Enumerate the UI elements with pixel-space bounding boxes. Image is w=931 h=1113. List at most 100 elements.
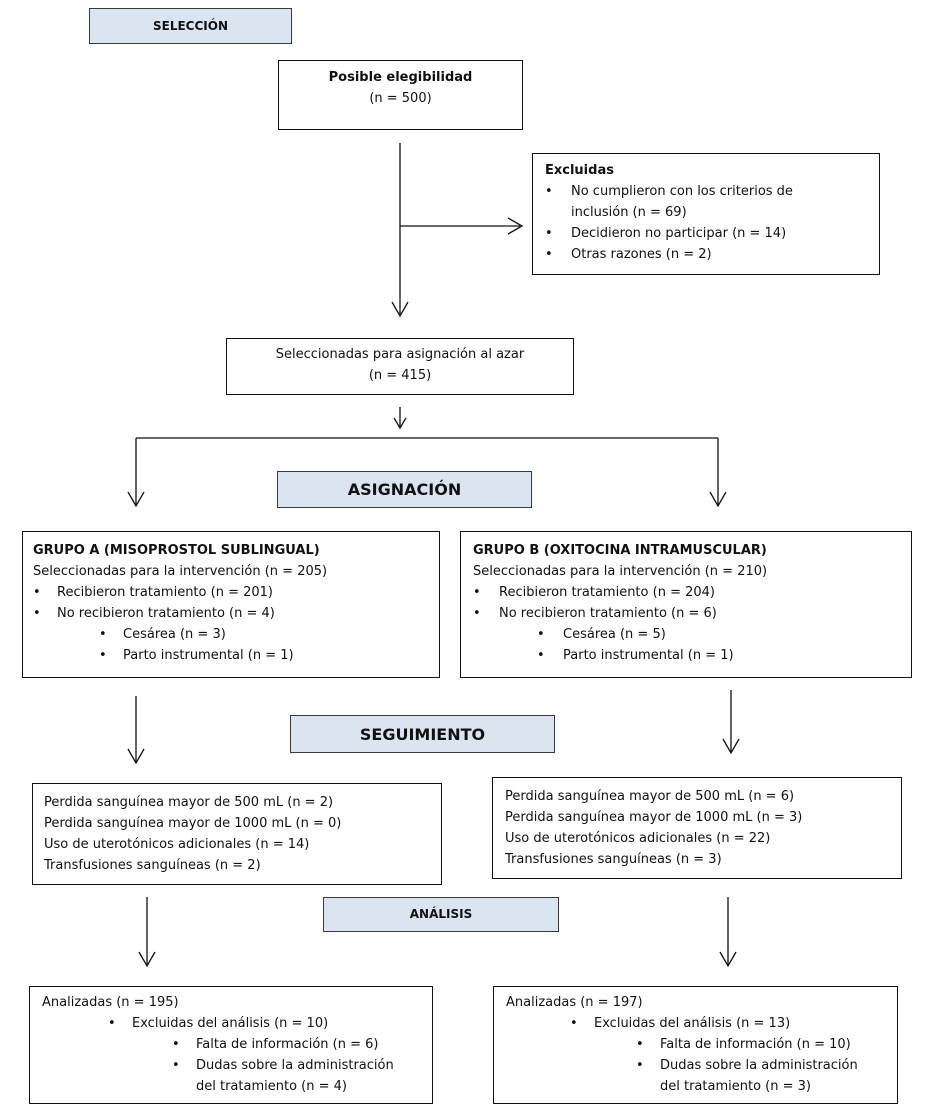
group-b-cesarea-text: Cesárea (n = 5) — [563, 627, 666, 642]
analysis-b-missing-text: Falta de información (n = 10) — [660, 1037, 851, 1052]
analysis-a-doubts-cont: del tratamiento (n = 4) — [172, 1076, 432, 1097]
group-a-cesarea-text: Cesárea (n = 3) — [123, 627, 226, 642]
bullet: • — [537, 648, 545, 663]
excluded-item-text: Otras razones (n = 2) — [571, 247, 712, 262]
analysis-a-doubts-text: del tratamiento (n = 4) — [196, 1079, 347, 1094]
group-a-parto-text: Parto instrumental (n = 1) — [123, 648, 294, 663]
analysis-b-excluded-text: Excluidas del análisis (n = 13) — [594, 1016, 791, 1031]
group-b-received-text: Recibieron tratamiento (n = 204) — [499, 585, 715, 600]
followup-b-item: Perdida sanguínea mayor de 1000 mL (n = … — [505, 810, 803, 825]
arrowhead-to-group-a — [127, 491, 145, 508]
group-b-selected: Seleccionadas para la intervención (n = … — [473, 564, 768, 579]
stage-seleccion: SELECCIÓN — [89, 8, 292, 44]
bullet: • — [172, 1058, 180, 1073]
followup-b-box: Perdida sanguínea mayor de 500 mL (n = 6… — [492, 777, 902, 879]
bullet: • — [570, 1016, 578, 1031]
arrowhead-b-followup — [722, 738, 740, 755]
arrowhead-to-randomized — [391, 301, 409, 318]
analysis-b-doubts-cont: del tratamiento (n = 3) — [636, 1076, 897, 1097]
analysis-a-analyzed: Analizadas (n = 195) — [42, 995, 179, 1010]
analysis-b-excluded: • Excluidas del análisis (n = 13) — [570, 1013, 897, 1034]
arrowhead-b-analysis — [719, 951, 737, 968]
bullet: • — [545, 226, 553, 241]
bullet: • — [636, 1058, 644, 1073]
analysis-b-missing: • Falta de información (n = 10) — [636, 1034, 897, 1055]
arrowhead-randomized-down — [393, 417, 407, 430]
bullet: • — [108, 1016, 116, 1031]
analysis-b-doubts-text: del tratamiento (n = 3) — [660, 1079, 811, 1094]
group-a-title: GRUPO A (MISOPROSTOL SUBLINGUAL) — [33, 543, 320, 558]
bullet: • — [545, 184, 553, 199]
excluded-item: • Otras razones (n = 2) — [545, 244, 879, 265]
bullet: • — [99, 648, 107, 663]
bullet: • — [99, 627, 107, 642]
randomized-box: Seleccionadas para asignación al azar (n… — [226, 338, 574, 395]
followup-b-item: Uso de uterotónicos adicionales (n = 22) — [505, 831, 771, 846]
followup-b-item: Transfusiones sanguíneas (n = 3) — [505, 852, 722, 867]
arrowhead-a-followup — [127, 748, 145, 765]
excluded-item: • No cumplieron con los criterios de — [545, 181, 879, 202]
analysis-b-box: Analizadas (n = 197) • Excluidas del aná… — [493, 986, 898, 1104]
bullet: • — [636, 1037, 644, 1052]
stage-seguimiento: SEGUIMIENTO — [290, 715, 555, 753]
arrowhead-a-analysis — [138, 951, 156, 968]
group-b-not-received-text: No recibieron tratamiento (n = 6) — [499, 606, 717, 621]
analysis-b-analyzed: Analizadas (n = 197) — [506, 995, 643, 1010]
analysis-a-box: Analizadas (n = 195) • Excluidas del aná… — [29, 986, 433, 1104]
followup-a-item: Transfusiones sanguíneas (n = 2) — [44, 858, 261, 873]
group-a-not-received-text: No recibieron tratamiento (n = 4) — [57, 606, 275, 621]
group-a-box: GRUPO A (MISOPROSTOL SUBLINGUAL) Selecci… — [22, 531, 440, 678]
bullet: • — [473, 585, 481, 600]
bullet: • — [537, 627, 545, 642]
followup-a-item: Perdida sanguínea mayor de 1000 mL (n = … — [44, 816, 342, 831]
stage-seleccion-label: SELECCIÓN — [152, 18, 228, 33]
analysis-a-doubts-text: Dudas sobre la administración — [196, 1058, 394, 1073]
eligibility-box: Posible elegibilidad (n = 500) — [278, 60, 523, 130]
stage-asignacion: ASIGNACIÓN — [277, 471, 532, 508]
analysis-b-doubts: • Dudas sobre la administración — [636, 1055, 897, 1076]
group-a-parto: • Parto instrumental (n = 1) — [99, 645, 439, 666]
analysis-a-missing: • Falta de información (n = 6) — [172, 1034, 432, 1055]
group-a-received-text: Recibieron tratamiento (n = 201) — [57, 585, 273, 600]
bullet: • — [33, 585, 41, 600]
excluded-box: Excluidas • No cumplieron con los criter… — [532, 153, 880, 275]
bullet: • — [172, 1037, 180, 1052]
eligibility-count: (n = 500) — [369, 91, 432, 106]
randomized-title: Seleccionadas para asignación al azar — [275, 347, 525, 362]
group-b-cesarea: • Cesárea (n = 5) — [537, 624, 911, 645]
randomized-count: (n = 415) — [368, 368, 432, 383]
excluded-item-text: No cumplieron con los criterios de — [571, 184, 793, 199]
bullet: • — [545, 247, 553, 262]
group-b-received: • Recibieron tratamiento (n = 204) — [473, 582, 911, 603]
analysis-a-missing-text: Falta de información (n = 6) — [196, 1037, 379, 1052]
followup-a-item: Uso de uterotónicos adicionales (n = 14) — [44, 837, 310, 852]
stage-analisis: ANÁLISIS — [323, 897, 559, 932]
excluded-item-cont: inclusión (n = 69) — [545, 202, 879, 223]
followup-a-box: Perdida sanguínea mayor de 500 mL (n = 2… — [32, 783, 442, 885]
excluded-item: • Decidieron no participar (n = 14) — [545, 223, 879, 244]
group-a-cesarea: • Cesárea (n = 3) — [99, 624, 439, 645]
arrowhead-to-excluded — [507, 217, 524, 235]
group-a-received: • Recibieron tratamiento (n = 201) — [33, 582, 439, 603]
analysis-a-excluded-text: Excluidas del análisis (n = 10) — [132, 1016, 329, 1031]
followup-b-item: Perdida sanguínea mayor de 500 mL (n = 6… — [505, 789, 795, 804]
excluded-item-text: Decidieron no participar (n = 14) — [571, 226, 787, 241]
analysis-a-doubts: • Dudas sobre la administración — [172, 1055, 432, 1076]
bullet: • — [473, 606, 481, 621]
arrowhead-to-group-b — [709, 491, 727, 508]
excluded-title: Excluidas — [545, 163, 614, 178]
excluded-item-text: inclusión (n = 69) — [571, 205, 687, 220]
analysis-b-doubts-text: Dudas sobre la administración — [660, 1058, 858, 1073]
stage-analisis-label: ANÁLISIS — [409, 907, 473, 921]
bullet: • — [33, 606, 41, 621]
group-a-not-received: • No recibieron tratamiento (n = 4) — [33, 603, 439, 624]
analysis-a-excluded: • Excluidas del análisis (n = 10) — [108, 1013, 432, 1034]
group-b-box: GRUPO B (OXITOCINA INTRAMUSCULAR) Selecc… — [460, 531, 912, 678]
eligibility-title: Posible elegibilidad — [328, 70, 473, 85]
followup-a-item: Perdida sanguínea mayor de 500 mL (n = 2… — [44, 795, 334, 810]
group-a-selected: Seleccionadas para la intervención (n = … — [33, 564, 328, 579]
group-b-parto-text: Parto instrumental (n = 1) — [563, 648, 734, 663]
group-b-title: GRUPO B (OXITOCINA INTRAMUSCULAR) — [473, 543, 767, 558]
stage-asignacion-label: ASIGNACIÓN — [347, 480, 462, 499]
